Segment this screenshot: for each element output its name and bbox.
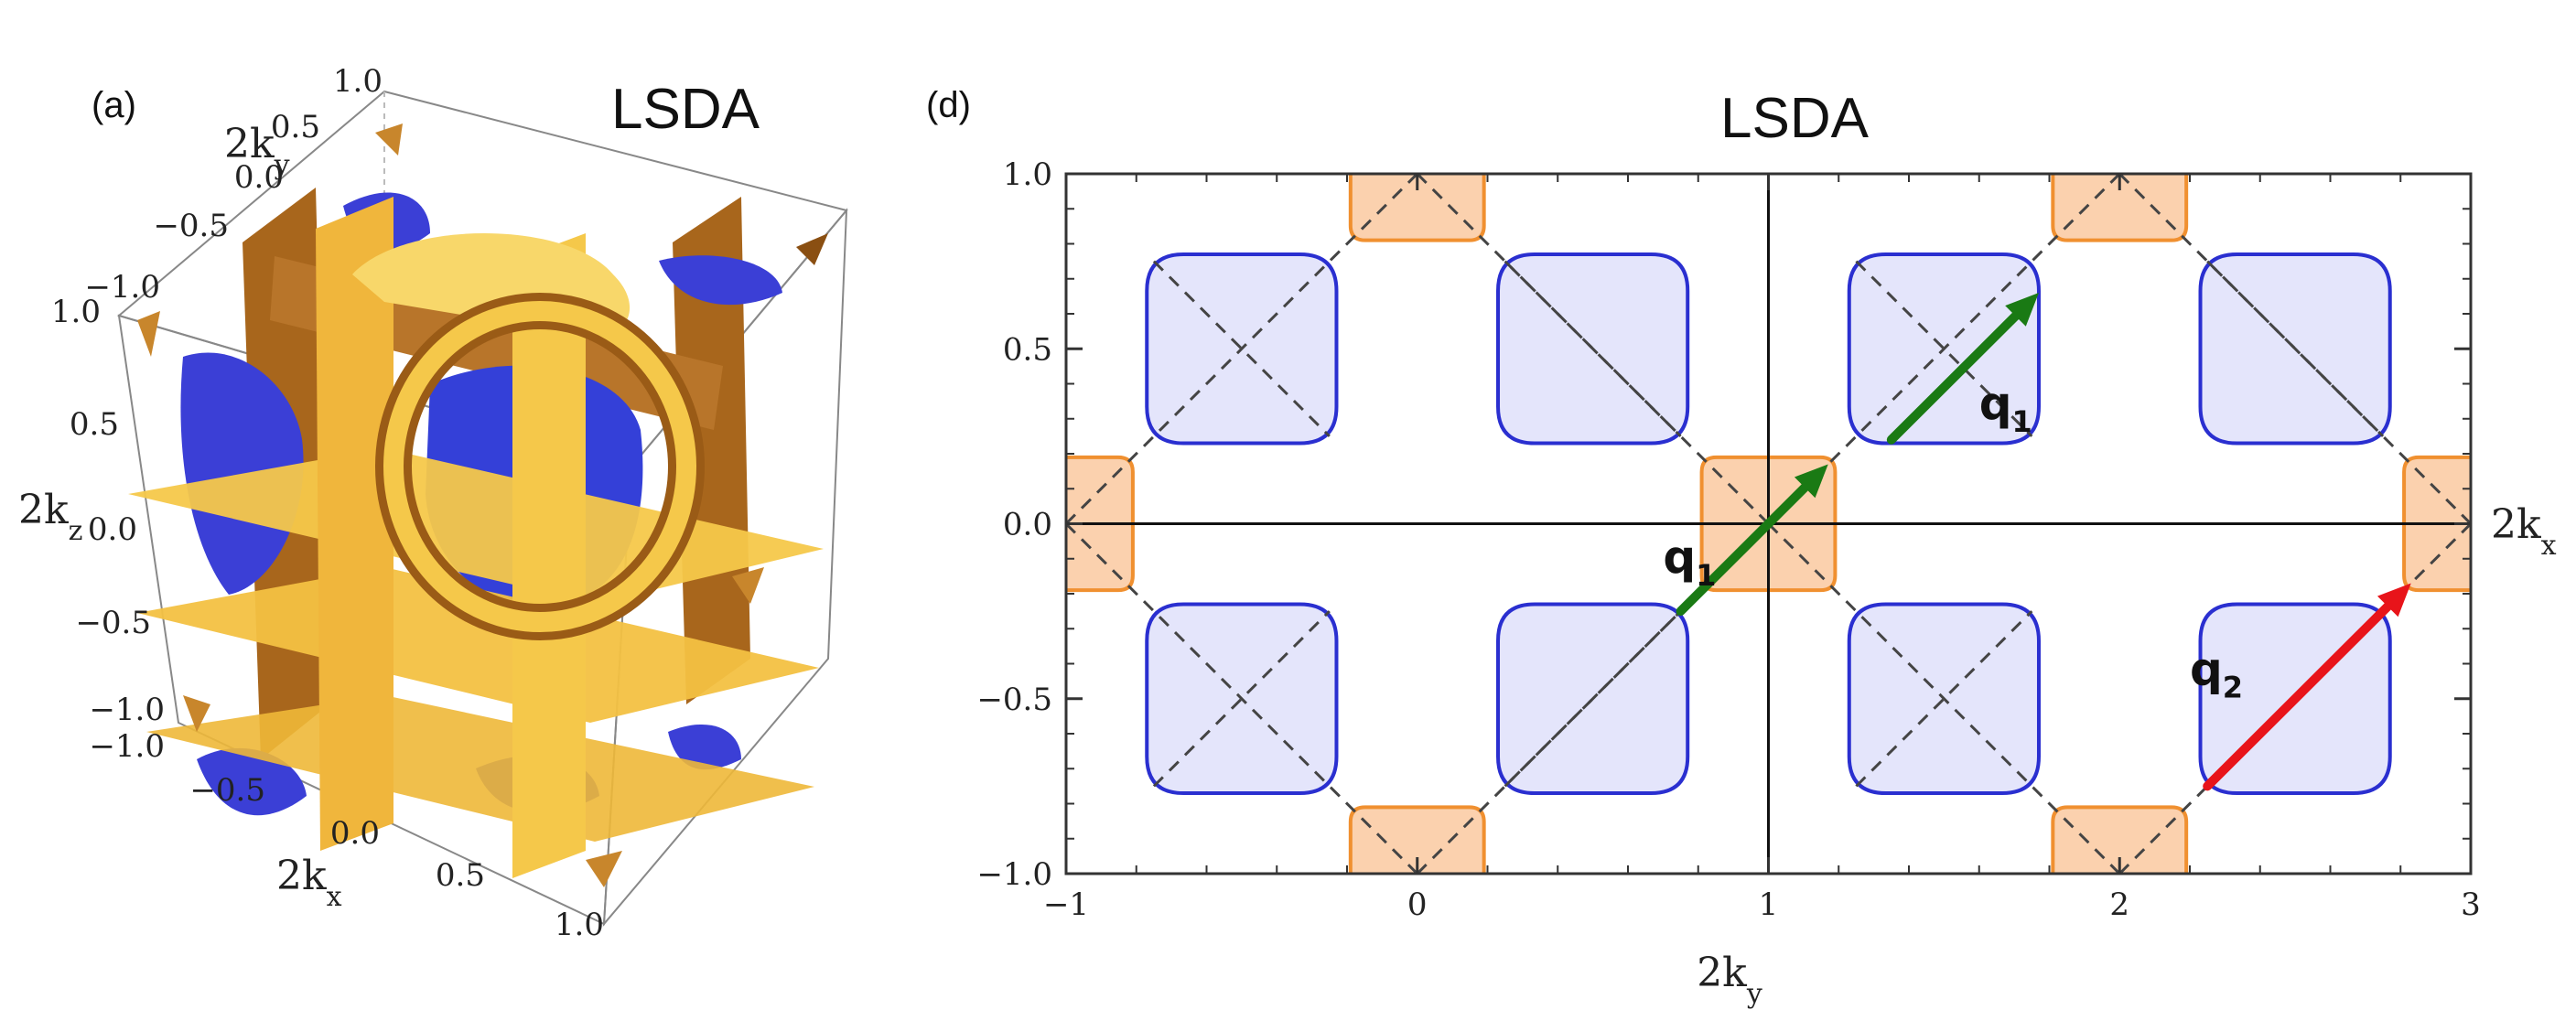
x-tick-label: 0 xyxy=(1407,886,1428,923)
x-tick-label: −1.0 xyxy=(89,728,165,765)
blue-pocket xyxy=(659,255,782,306)
zone-boundary-dashed xyxy=(1152,610,1331,788)
orange-pocket xyxy=(2051,174,2189,242)
zone-boundary-dashed xyxy=(1066,174,1418,525)
z-tick-label: 0.0 xyxy=(88,511,137,548)
x-axis-label: 2ky xyxy=(1697,950,1762,1010)
panel-a-z-ticks: 1.0 0.5 0.0 −0.5 −1.0 2kz xyxy=(18,294,165,728)
orange-pocket xyxy=(1348,805,1486,874)
panel-a-label: (a) xyxy=(92,85,136,125)
x-tick-label: 2 xyxy=(2109,886,2129,923)
gold-sheet xyxy=(316,197,393,851)
zone-boundary-dashed xyxy=(1416,522,1770,874)
q-vector-shaft xyxy=(1886,311,2021,445)
zone-boundary-dashed xyxy=(1504,610,1682,788)
zone-boundary-dashed xyxy=(2206,260,2385,437)
x-tick-label: 0.0 xyxy=(330,815,380,852)
y-axis-label: 2ky xyxy=(224,121,290,181)
y-tick-label: −1.0 xyxy=(976,856,1052,893)
z-tick-label: 0.5 xyxy=(70,406,119,443)
gold-sheet xyxy=(146,695,814,842)
x-tick-label: −1 xyxy=(1043,886,1089,923)
gold-ring-highlight xyxy=(383,301,696,632)
zone-boundary-dashed xyxy=(1504,260,1682,437)
zone-boundary-dashed xyxy=(1767,174,2121,525)
q-vector-label: q1 xyxy=(1979,377,2032,439)
q-vector-head xyxy=(1794,464,1828,499)
x-tick-label: 1.0 xyxy=(555,907,604,943)
chart-title: LSDA xyxy=(1720,87,1870,150)
x-axis-label: 2kx xyxy=(276,853,342,913)
y-axis-label: 2kx xyxy=(2491,501,2557,562)
panel-a-title: LSDA xyxy=(611,78,760,141)
gold-sheet xyxy=(512,233,586,878)
panel-d-label: (d) xyxy=(926,85,971,125)
y-tick-label: 0.5 xyxy=(1003,331,1052,368)
plot-area: −1 0 1 2 3 −1.0 −0.5 0.0 0.5 1.0 q1 q1 q2 xyxy=(976,156,2481,923)
corner-pocket xyxy=(732,567,764,604)
y-tick-label: 0.5 xyxy=(271,109,320,145)
z-axis-label: 2kz xyxy=(18,487,82,547)
y-tick-label: 1.0 xyxy=(1003,156,1052,193)
corner-pocket xyxy=(137,311,160,357)
x-tick-label: 1 xyxy=(1759,886,1779,923)
zone-boundary-dashed xyxy=(1855,260,2033,437)
zone-boundary-dashed xyxy=(1855,610,2033,788)
blue-pocket xyxy=(197,747,307,816)
q-vector-head xyxy=(2377,583,2411,618)
gold-sheet xyxy=(137,567,819,723)
q-vector-shaft xyxy=(1676,482,1810,617)
fermi-surface-3d xyxy=(128,124,828,887)
y-tick-label: 0.0 xyxy=(234,159,284,196)
z-tick-label: −1.0 xyxy=(89,692,165,728)
y-tick-label: −1.0 xyxy=(84,269,160,306)
panel-a-x-ticks: −1.0 −0.5 0.0 0.5 1.0 2kx xyxy=(89,728,604,943)
z-tick-label: 1.0 xyxy=(51,294,101,330)
q-vector-label: q2 xyxy=(2190,642,2243,704)
q-vector-shaft xyxy=(2203,601,2393,791)
corner-pocket xyxy=(375,124,403,156)
zone-boundary-dashed xyxy=(1066,522,1418,874)
orange-pocket xyxy=(2051,805,2189,874)
y-tick-label: 1.0 xyxy=(333,63,383,100)
q-vector-label: q1 xyxy=(1663,531,1716,593)
zone-boundary-dashed xyxy=(2118,174,2471,525)
corner-pocket xyxy=(796,233,828,265)
blue-pocket xyxy=(180,352,304,595)
zone-boundary-dashed xyxy=(1416,174,1770,525)
x-tick-label: 0.5 xyxy=(436,857,485,894)
orange-pocket xyxy=(1348,174,1486,242)
blue-pocket xyxy=(668,724,741,770)
x-tick-label: 3 xyxy=(2461,886,2481,923)
y-tick-label: −0.5 xyxy=(976,682,1052,718)
zone-boundary-dashed xyxy=(1152,260,1331,437)
y-tick-label: 0.0 xyxy=(1003,507,1052,543)
corner-pocket xyxy=(586,851,622,887)
y-tick-label: −0.5 xyxy=(153,208,229,244)
corner-pocket xyxy=(183,695,210,732)
zone-boundary-dashed xyxy=(1767,522,2121,874)
x-tick-label: −0.5 xyxy=(189,772,265,809)
panel-a-y-ticks: 1.0 0.5 0.0 −0.5 −1.0 2ky xyxy=(84,63,383,306)
panel-d: (d) LSDA −1 0 1 2 3 −1.0 −0.5 0.0 0.5 1.0 q1 q1 q2 2… xyxy=(926,85,2557,1010)
z-tick-label: −0.5 xyxy=(75,605,151,641)
panel-a: (a) LSDA xyxy=(18,63,848,943)
q-vector-head xyxy=(2005,293,2039,327)
